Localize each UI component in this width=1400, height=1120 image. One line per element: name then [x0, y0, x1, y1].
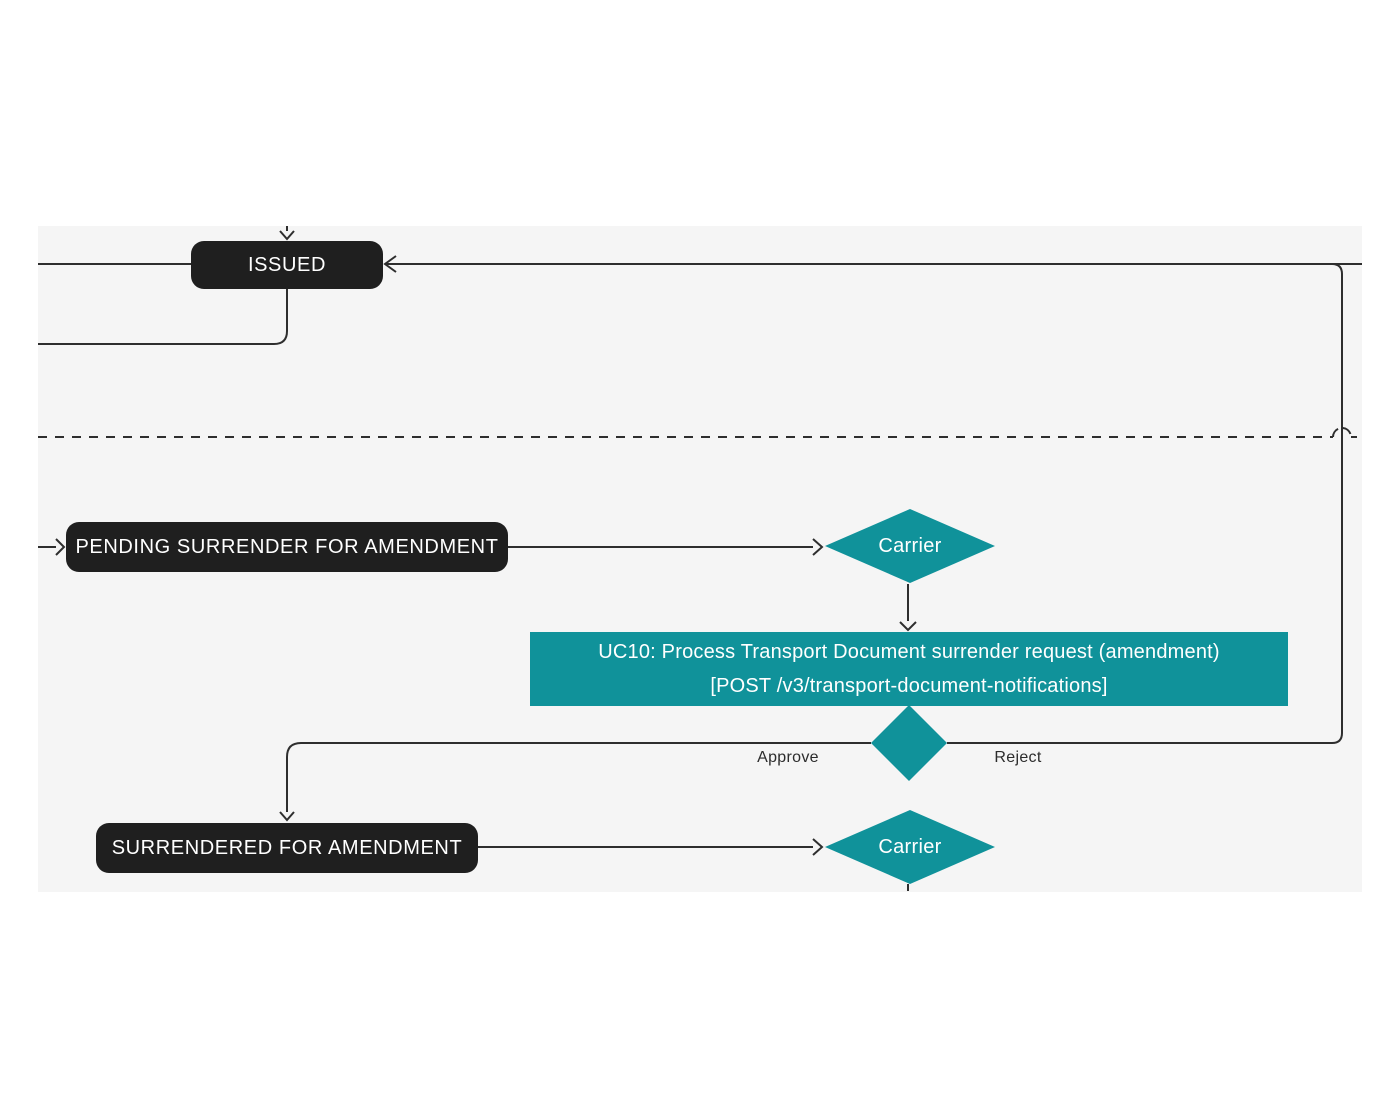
- process-uc10: UC10: Process Transport Document surrend…: [530, 632, 1288, 706]
- arrowhead-into-issued-right: [383, 255, 397, 273]
- state-surrendered-label: SURRENDERED FOR AMENDMENT: [111, 836, 463, 859]
- state-pending-surrender-for-amendment: PENDING SURRENDER FOR AMENDMENT: [66, 522, 508, 572]
- state-pending-surrender-label: PENDING SURRENDER FOR AMENDMENT: [75, 535, 499, 558]
- arrowhead-into-uc10: [899, 621, 917, 632]
- edge-reject: [947, 263, 1343, 744]
- dashed-divider-hop: [1332, 427, 1352, 438]
- process-uc10-line2: [POST /v3/transport-document-notificatio…: [710, 675, 1108, 697]
- edge-approve: [286, 742, 871, 812]
- decision-carrier-bottom-label: Carrier: [878, 835, 942, 858]
- state-surrendered-for-amendment: SURRENDERED FOR AMENDMENT: [96, 823, 478, 873]
- arrowhead-into-carrier-bottom: [812, 838, 824, 856]
- decision-carrier-top-label: Carrier: [878, 534, 942, 557]
- arrowhead-into-issued-top: [279, 230, 295, 241]
- process-uc10-line1: UC10: Process Transport Document surrend…: [598, 641, 1220, 663]
- state-issued: ISSUED: [191, 241, 383, 289]
- state-issued-label: ISSUED: [247, 253, 327, 276]
- arrowhead-into-carrier-top: [812, 538, 824, 556]
- arrowhead-into-pending: [55, 538, 66, 556]
- edge-label-reject: Reject: [994, 749, 1042, 766]
- edge-issued-exit-left: [38, 289, 288, 345]
- edge-label-approve: Approve: [757, 749, 819, 766]
- arrowhead-into-surrendered: [279, 811, 295, 822]
